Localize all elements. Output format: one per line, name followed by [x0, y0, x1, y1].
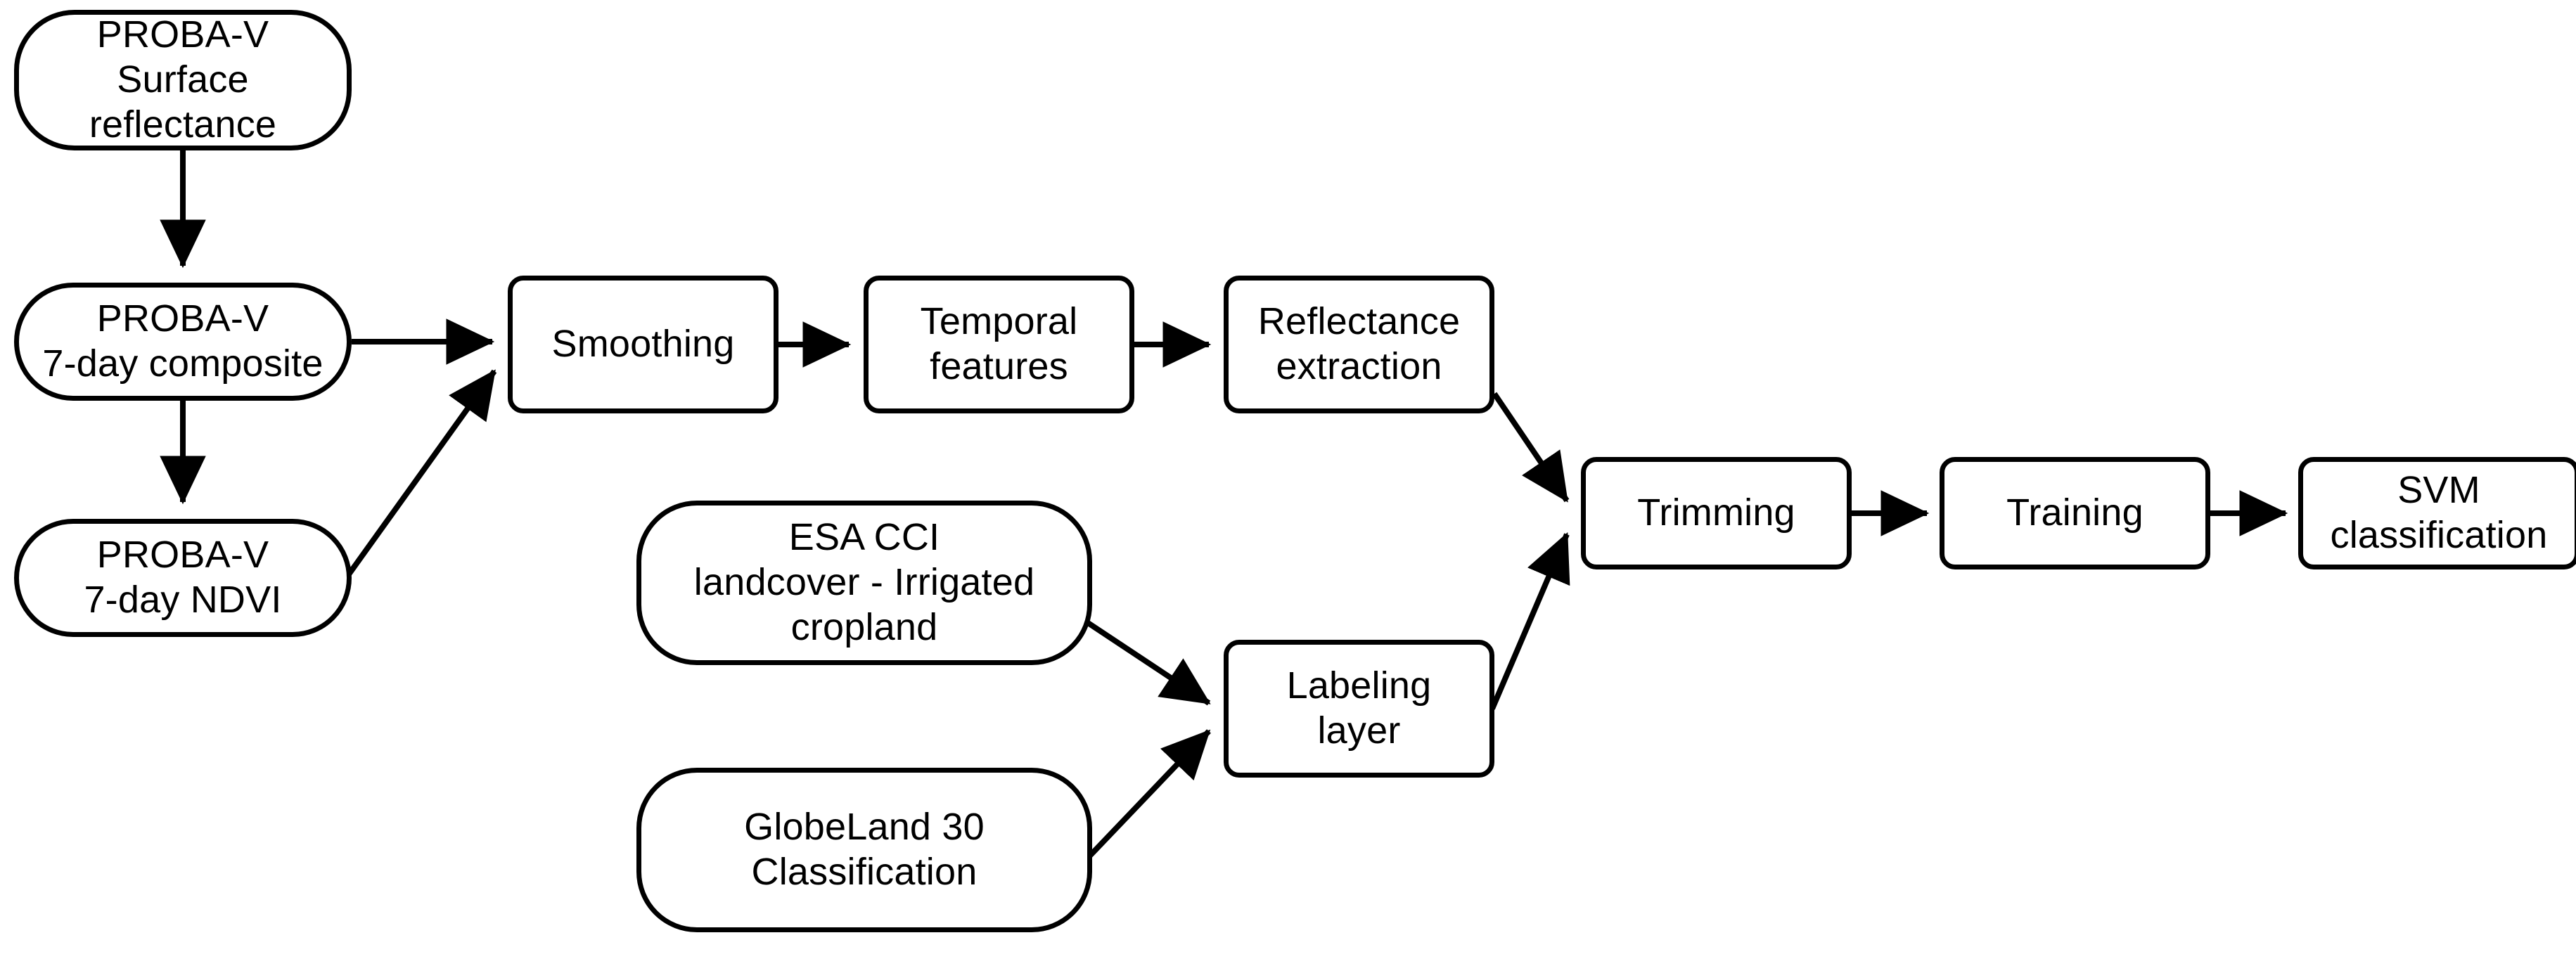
edge-globeland-to-labeling [1072, 729, 1211, 874]
node-label: ESA CCI landcover - Irrigated cropland [693, 516, 1035, 648]
node-label: PROBA-V 7-day composite [42, 297, 323, 385]
node-label: Training [2006, 491, 2144, 534]
node-trimming[interactable]: Trimming [1581, 457, 1852, 569]
node-label: Temporal features [920, 300, 1078, 387]
node-label: Labeling layer [1286, 664, 1432, 752]
node-globeland-30-classification[interactable]: GlobeLand 30 Classification [636, 768, 1092, 932]
node-label: Smoothing [551, 323, 735, 366]
node-smoothing[interactable]: Smoothing [508, 276, 778, 413]
node-proba-v-7-day-composite[interactable]: PROBA-V 7-day composite [14, 283, 352, 401]
node-proba-v-7-day-ndvi[interactable]: PROBA-V 7-day NDVI [14, 519, 352, 637]
node-labeling-layer[interactable]: Labeling layer [1224, 640, 1494, 778]
edge-reflectance-to-trimming [1492, 392, 1570, 503]
edge-esacci-to-labeling [1067, 607, 1211, 706]
node-reflectance-extraction[interactable]: Reflectance extraction [1224, 276, 1494, 413]
edge-labeling-to-trimming [1489, 532, 1570, 710]
node-proba-v-surface-reflectance[interactable]: PROBA-V Surface reflectance [14, 10, 352, 150]
edge-ndvi-to-smoothing [333, 369, 497, 594]
node-label: Trimming [1637, 491, 1795, 534]
node-label: PROBA-V Surface reflectance [89, 13, 277, 146]
node-label: Reflectance extraction [1257, 300, 1461, 387]
node-svm-classification[interactable]: SVM classification [2298, 457, 2576, 569]
node-label: PROBA-V 7-day NDVI [84, 534, 282, 621]
node-label: SVM classification [2330, 469, 2548, 556]
node-esa-cci-landcover-irrigated-cropland[interactable]: ESA CCI landcover - Irrigated cropland [636, 501, 1092, 665]
node-temporal-features[interactable]: Temporal features [864, 276, 1134, 413]
node-training[interactable]: Training [1940, 457, 2210, 569]
node-label: GlobeLand 30 Classification [744, 806, 985, 893]
